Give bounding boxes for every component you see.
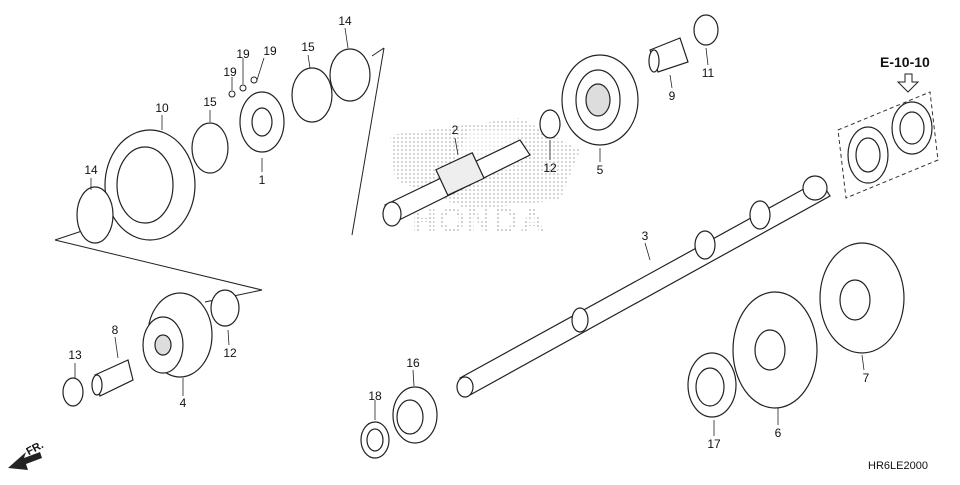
ring-15-left (191, 122, 229, 174)
part-label-1: 1 (258, 173, 266, 187)
part-label-18: 18 (368, 389, 382, 403)
main-shaft (456, 175, 831, 398)
gear-5 (561, 54, 639, 146)
reference-label: E-10-10 (880, 54, 930, 70)
ring-15-right (291, 67, 333, 123)
ring-14-left (76, 186, 114, 244)
gear-10 (104, 129, 196, 241)
bearing-17 (687, 352, 737, 418)
part-label-19-b: 19 (236, 47, 250, 61)
part-label-10: 10 (155, 101, 169, 115)
part-label-19-c: 19 (263, 44, 277, 58)
part-label-14-left: 14 (84, 163, 98, 177)
bearing-reference-box (837, 73, 939, 199)
part-label-8: 8 (111, 323, 119, 337)
part-label-4: 4 (179, 396, 187, 410)
part-label-2: 2 (451, 123, 459, 137)
part-label-15-left: 15 (203, 95, 217, 109)
part-label-12-left: 12 (223, 346, 237, 360)
collars (91, 37, 689, 397)
short-shaft (382, 139, 531, 227)
part-label-17: 17 (707, 437, 721, 451)
seal-18 (360, 421, 390, 459)
part-label-16: 16 (406, 356, 420, 370)
washer-13 (62, 377, 84, 407)
gear-4 (142, 292, 213, 378)
bearing-e10-10 (847, 101, 933, 184)
washer-12-top (539, 109, 561, 139)
gear-6 (732, 291, 818, 409)
ring-14-right (329, 48, 371, 102)
part-label-19-a: 19 (223, 65, 237, 79)
part-label-14-right: 14 (338, 14, 352, 28)
part-label-9: 9 (668, 89, 676, 103)
washer-11 (693, 14, 719, 46)
washers (62, 14, 719, 407)
part-label-3: 3 (641, 229, 649, 243)
bearing-16 (392, 386, 438, 444)
part-label-13: 13 (68, 348, 82, 362)
washer-12-left (210, 289, 240, 327)
gear-7 (819, 242, 905, 354)
part-label-7: 7 (862, 371, 870, 385)
clips-19 (228, 76, 258, 98)
part-label-11: 11 (701, 66, 715, 80)
part-label-5: 5 (596, 163, 604, 177)
gear-1 (239, 91, 285, 153)
honda-logo-text: HONDA (412, 202, 547, 240)
part-label-15-right: 15 (301, 40, 315, 54)
part-label-12-top: 12 (543, 161, 557, 175)
front-arrow-icon (8, 452, 42, 470)
leader-lines (74, 27, 865, 436)
part-label-6: 6 (774, 426, 782, 440)
diagram-code: HR6LE2000 (868, 460, 928, 472)
